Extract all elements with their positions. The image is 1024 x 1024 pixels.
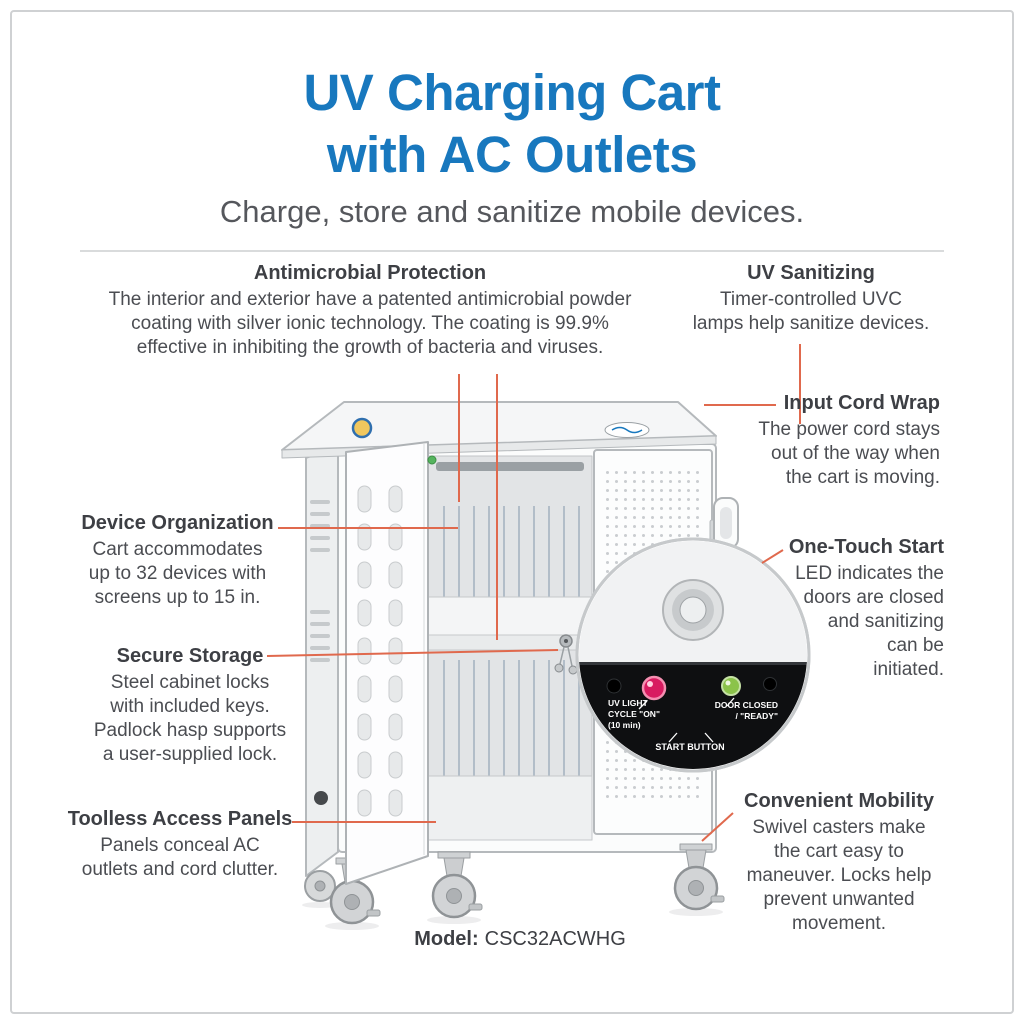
callout-antimicrobial-heading: Antimicrobial Protection xyxy=(253,262,487,284)
door-sensor-led xyxy=(427,455,437,465)
model-number: Model:CSC32ACWHG xyxy=(330,928,710,951)
callout-device-organization-heading: Device Organization xyxy=(81,512,274,534)
device-dividers-top xyxy=(443,506,580,597)
callout-uv-sanitizing-heading: UV Sanitizing xyxy=(747,262,875,284)
side-port-hole xyxy=(314,791,328,805)
callout-antimicrobial: Antimicrobial Protection The interior an… xyxy=(70,262,670,360)
title-line-1: UV Charging Cart xyxy=(303,64,721,121)
cord-wrap-slot xyxy=(720,507,732,539)
callout-lines xyxy=(266,344,801,842)
callout-toolless-access-body: Panels conceal AC outlets and cord clutt… xyxy=(81,835,279,880)
caster-right xyxy=(673,843,725,911)
line-secure-storage xyxy=(266,649,559,657)
callout-device-organization-body: Cart accommodates up to 32 devices with … xyxy=(88,539,267,608)
line-one-touch-start xyxy=(761,549,784,564)
model-label: Model: xyxy=(414,928,479,950)
lock-and-keys xyxy=(554,634,578,675)
middle-shelf xyxy=(427,596,593,638)
callout-input-cord-wrap-body: The power cord stays out of the way when… xyxy=(758,419,940,488)
wheel-shadows xyxy=(302,902,723,930)
door-closed-label-1: DOOR CLOSED xyxy=(715,700,778,710)
panel-hole-left xyxy=(606,678,622,694)
charging-cart xyxy=(281,401,739,930)
door-ready-led xyxy=(721,676,741,696)
callout-input-cord-wrap-heading: Input Cord Wrap xyxy=(783,392,940,414)
callout-toolless-access-heading: Toolless Access Panels xyxy=(67,808,293,830)
header-divider xyxy=(80,250,944,252)
antimicrobial-badge xyxy=(351,417,373,439)
caster-mid-left xyxy=(431,851,483,919)
uv-cycle-label-2: CYCLE "ON" xyxy=(608,709,660,719)
uv-cycle-label-3: (10 min) xyxy=(608,720,641,730)
page-subtitle: Charge, store and sanitize mobile device… xyxy=(219,194,805,229)
uv-cycle-led xyxy=(641,675,667,701)
callout-one-touch-start-heading: One-Touch Start xyxy=(788,536,944,558)
page-title: UV Charging Cart with AC Outlets xyxy=(0,62,1024,186)
tripp-lite-badge-mark xyxy=(611,426,643,434)
callout-secure-storage-body: Steel cabinet locks with included keys. … xyxy=(93,672,287,765)
callout-convenient-mobility-body: Swivel casters make the cart easy to man… xyxy=(746,817,932,934)
uv-lamp xyxy=(436,462,584,471)
model-value: CSC32ACWHG xyxy=(484,928,626,950)
panel-pointer-ticks xyxy=(638,697,735,743)
title-line-2: with AC Outlets xyxy=(326,126,698,183)
door-closed-label-2: / "READY" xyxy=(735,711,778,721)
callout-one-touch-start-body: LED indicates the doors are closed and s… xyxy=(795,563,944,680)
callout-secure-storage: Secure Storage Steel cabinet locks with … xyxy=(65,645,315,767)
callout-input-cord-wrap: Input Cord Wrap The power cord stays out… xyxy=(724,392,940,490)
callout-device-organization: Device Organization Cart accommodates up… xyxy=(55,512,300,610)
callout-convenient-mobility-heading: Convenient Mobility xyxy=(744,790,934,812)
device-dividers-bottom xyxy=(443,660,580,776)
callout-one-touch-start: One-Touch Start LED indicates the doors … xyxy=(754,536,944,682)
callout-antimicrobial-body: The interior and exterior have a patente… xyxy=(108,289,632,358)
callout-toolless-access: Toolless Access Panels Panels conceal AC… xyxy=(55,808,305,882)
line-convenient-mobility xyxy=(701,812,734,842)
interior-floor xyxy=(427,775,593,841)
callout-secure-storage-heading: Secure Storage xyxy=(116,645,264,667)
callout-uv-sanitizing-body: Timer-controlled UVC lamps help sanitize… xyxy=(692,289,930,334)
callout-convenient-mobility: Convenient Mobility Swivel casters make … xyxy=(733,790,945,936)
uv-cycle-label-1: UV LIGHT xyxy=(608,698,648,708)
rear-caster xyxy=(304,870,336,902)
start-button xyxy=(662,579,724,641)
start-button-label: START BUTTON xyxy=(655,742,724,752)
callout-uv-sanitizing: UV Sanitizing Timer-controlled UVC lamps… xyxy=(678,262,944,336)
open-door-vents xyxy=(357,485,403,817)
panel-hole-right xyxy=(763,677,777,691)
